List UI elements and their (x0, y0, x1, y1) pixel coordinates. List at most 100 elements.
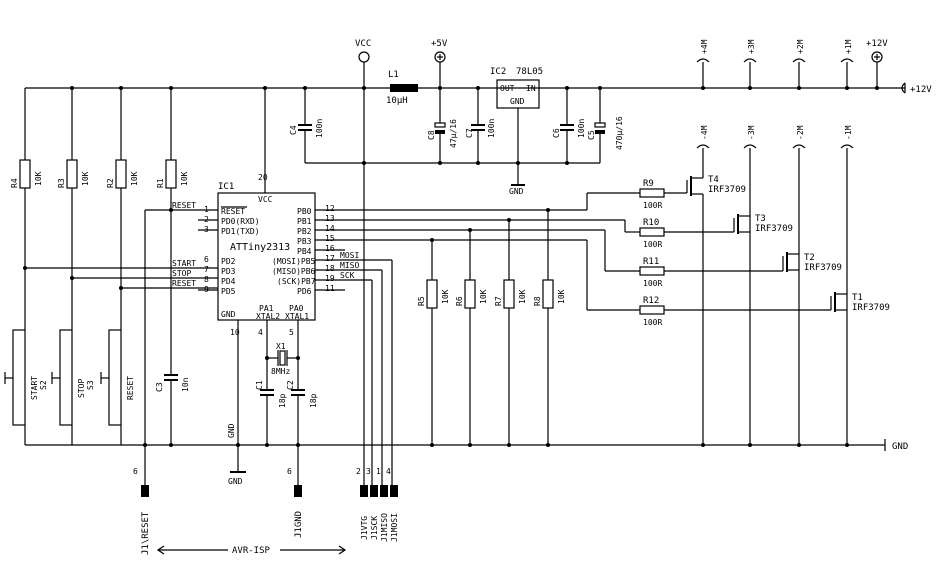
driver-t1: R12 100R T1 IRF3709 (639, 292, 890, 327)
t3-name: T3 (755, 214, 766, 224)
isp-sck-connector: 3 J1SCK (366, 467, 379, 540)
vcc-label: VCC (355, 39, 371, 49)
pin-pd2-label: PD2 (221, 257, 236, 266)
net-reset2-label: RESET (172, 279, 196, 288)
pin-reset-label: RESET (221, 207, 245, 216)
resistor-r6: R6 10K (455, 230, 488, 445)
r12-value: 100R (643, 318, 662, 327)
c6-name: C6 (552, 128, 561, 138)
motor-minus-1-terminal: -1M (840, 125, 854, 445)
pin-13-num: 13 (325, 214, 335, 223)
t2-name: T2 (804, 253, 815, 263)
start-switch-label: START (30, 376, 39, 400)
r10-value: 100R (643, 240, 662, 249)
pin-pd3-label: PD3 (221, 267, 236, 276)
c2-name: C2 (286, 380, 295, 390)
motor-minus-3-label: -3M (747, 125, 756, 140)
motor-minus-1-label: -1M (844, 125, 853, 140)
resistor-r8: R8 10K (533, 210, 566, 445)
isp-vtg-pin: 2 (356, 467, 361, 476)
c4-value: 100n (315, 119, 324, 138)
start-switch-name: S2 (39, 380, 48, 390)
ic1-name: IC1 (218, 182, 234, 192)
plus12v-label: +12V (866, 39, 888, 49)
t1-part: IRF3709 (852, 303, 890, 313)
net-miso-label: MISO (340, 261, 359, 270)
resistor-r3: R3 10K (57, 88, 90, 330)
pin-7-num: 7 (204, 265, 209, 274)
driver-t3: R10 100R T3 IRF3709 (639, 214, 793, 249)
inductor-l1: L1 10µH (386, 70, 418, 106)
plus5v-terminal: +5V (431, 39, 448, 88)
motor-minus-2-label: -2M (796, 125, 805, 140)
pin-14-num: 14 (325, 224, 335, 233)
pin-xtal2-label: XTAL2 (256, 312, 280, 321)
pin-16-num: 16 (325, 244, 335, 253)
isp-lines: MOSI MISO SCK (315, 251, 393, 485)
ic2-gnd-pin-label: GND (510, 97, 525, 106)
isp-miso-pin: 1 (376, 467, 381, 476)
pin-3-num: 3 (204, 225, 209, 234)
motor-plus-outputs: +4M +3M +2M +1M (696, 39, 854, 88)
switch-stop: STOP S3 (51, 329, 95, 445)
r9-value: 100R (643, 201, 662, 210)
r8-name: R8 (533, 296, 542, 306)
r1-name: R1 (156, 178, 165, 188)
capacitor-c7: C7 100n (465, 88, 496, 163)
stop-switch-name: S3 (86, 380, 95, 390)
ic1-gnd-wire-label: GND (227, 423, 236, 438)
capacitor-c5: C5 470µ/16 (587, 88, 624, 163)
motor-plus-3-terminal: +3M (743, 39, 757, 88)
pin-2-num: 2 (204, 215, 209, 224)
pin-11-num: 11 (325, 284, 335, 293)
motor-minus-2-terminal: -2M (792, 125, 806, 445)
t2-part: IRF3709 (804, 263, 842, 273)
pin-8-num: 8 (204, 275, 209, 284)
pin-12-num: 12 (325, 204, 335, 213)
motor-minus-3-terminal: -3M (743, 125, 757, 445)
t3-part: IRF3709 (755, 224, 793, 234)
isp-sck-pin: 3 (366, 467, 371, 476)
r6-value: 10K (479, 289, 488, 304)
c7-value: 100n (487, 119, 496, 138)
isp-mosi-pin: 4 (386, 467, 391, 476)
motor-plus-4-terminal: +4M (696, 39, 710, 88)
resistor-r4: R4 10K (10, 88, 43, 330)
c5-name: C5 (587, 130, 596, 140)
r10-name: R10 (643, 218, 659, 228)
isp-vtg-label: J1VTG (360, 516, 369, 540)
isp-gnd-label: J1GND (294, 511, 304, 538)
ic1-vcc-pin: 20 (258, 173, 268, 182)
reset-switch-label: RESET (126, 376, 135, 400)
r5-value: 10K (441, 289, 450, 304)
c6-value: 100n (577, 119, 586, 138)
pin-xtal1-label: XTAL1 (285, 312, 309, 321)
isp-caption: AVR-ISP (232, 546, 271, 556)
inductor-name: L1 (388, 70, 399, 80)
resistor-r1: R1 10K C3 10n (155, 88, 190, 445)
pin-6-num: 6 (204, 255, 209, 264)
isp-gnd-connector: 6 J1GND (287, 467, 304, 538)
crystal-value: 8MHz (271, 367, 290, 376)
r5-name: R5 (417, 296, 426, 306)
isp-reset-label: J1\RESET (141, 511, 151, 555)
isp-mosi-connector: 4 J1MOSI (386, 467, 399, 542)
pin-pb2-label: PB2 (297, 227, 312, 236)
r6-name: R6 (455, 296, 464, 306)
ic2-gnd-label: GND (509, 187, 524, 196)
r2-name: R2 (106, 178, 115, 188)
ic2-name: IC2 (490, 67, 506, 77)
isp-vtg-connector: 2 J1VTG (356, 467, 369, 540)
plus12v-terminal: +12V (866, 39, 888, 88)
motor-minus-4-terminal: -4M (696, 125, 710, 178)
motor-plus-4-label: +4M (700, 39, 709, 54)
isp-caption-arrow: AVR-ISP (156, 543, 347, 556)
rail-gnd-label: GND (892, 442, 908, 452)
motor-plus-1-label: +1M (844, 39, 853, 54)
motor-minus-4-label: -4M (700, 125, 709, 140)
ic2-out-label: OUT (500, 84, 515, 93)
crystal-circuit: X1 8MHz C1 18p C2 18p (255, 320, 318, 485)
c1-value: 18p (278, 393, 287, 408)
switch-nets: RESET START STOP RESET (25, 201, 218, 485)
